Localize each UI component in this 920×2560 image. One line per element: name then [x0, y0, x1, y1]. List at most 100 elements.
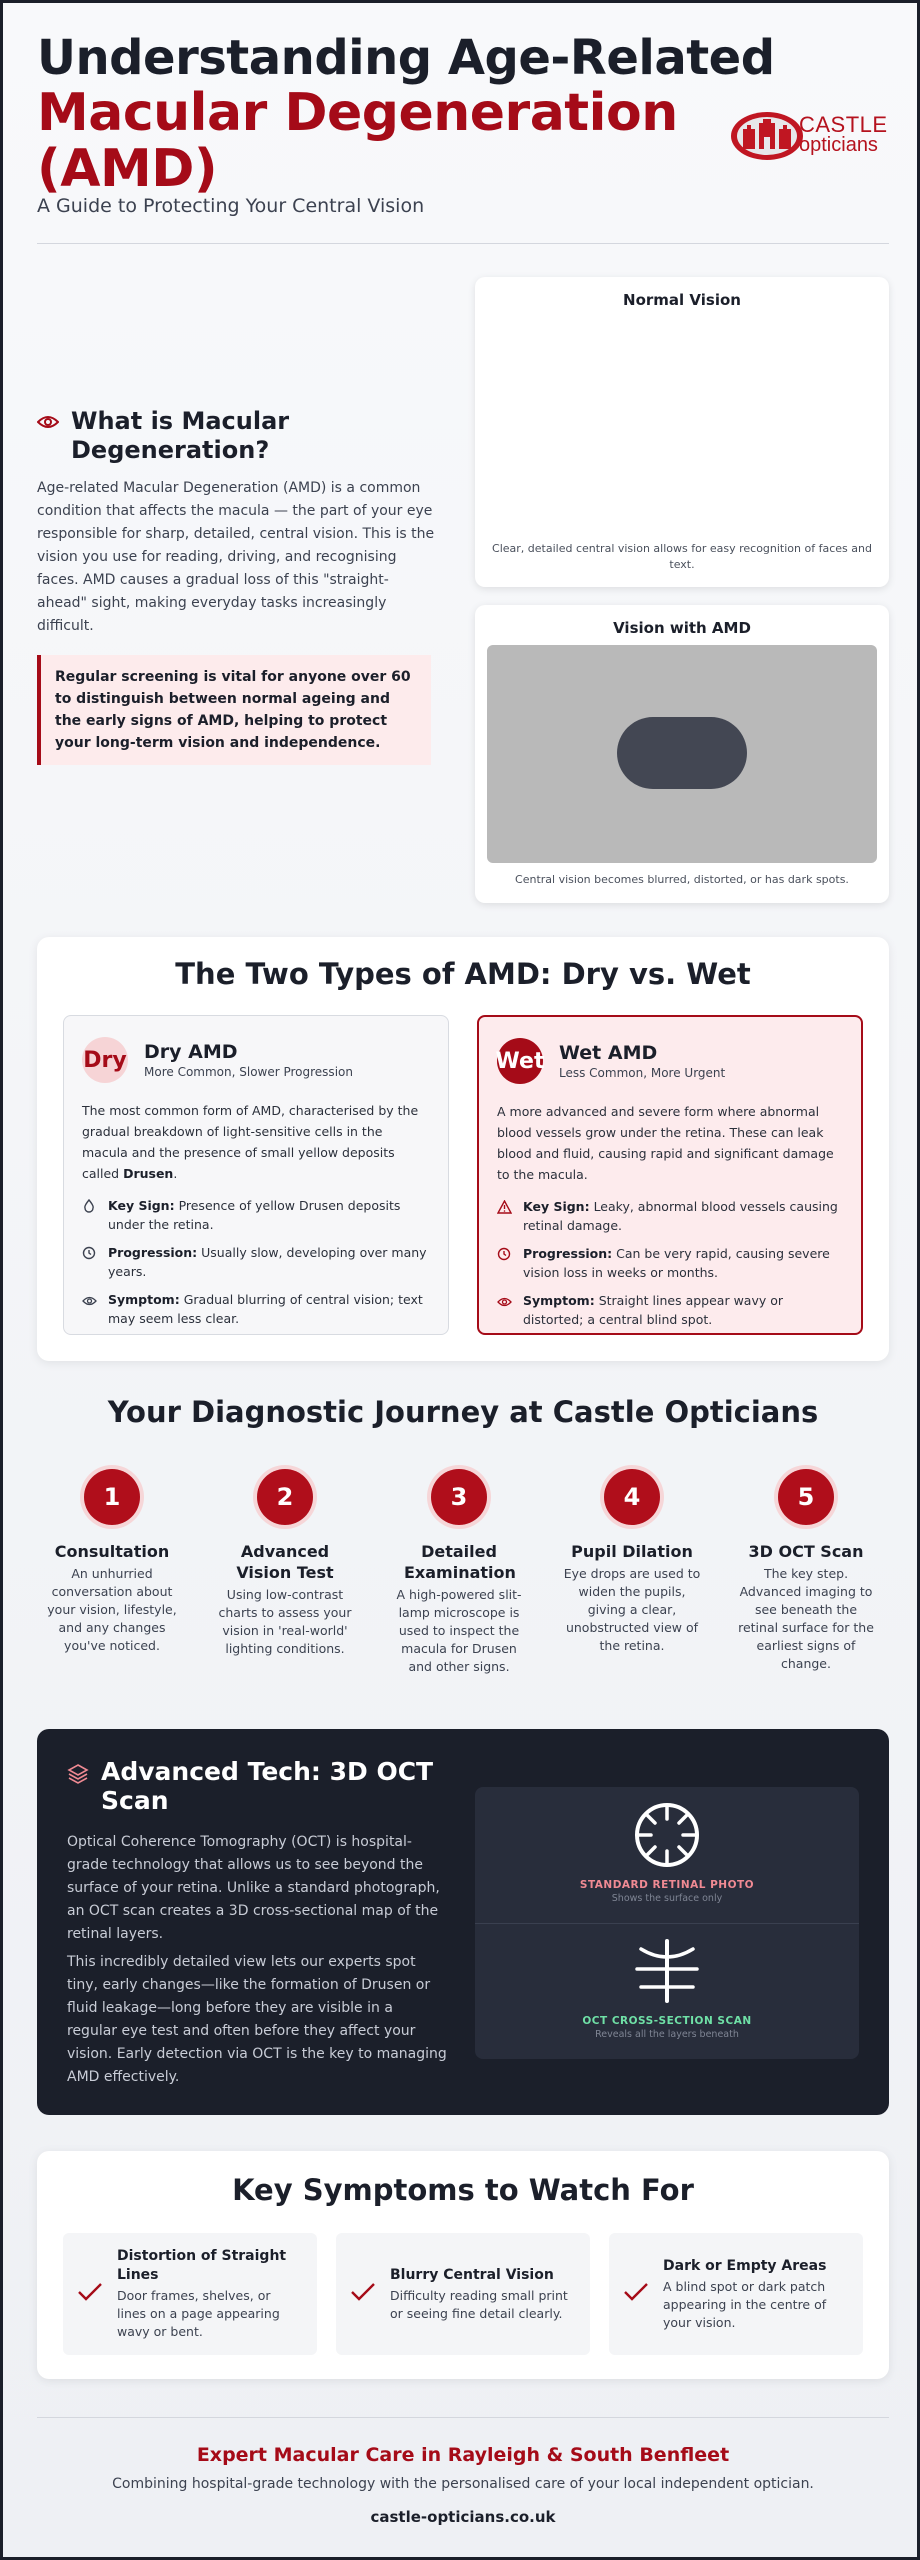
wet-amd-subtitle: Less Common, More Urgent — [559, 1066, 726, 1080]
wet-amd-facts: Key Sign: Leaky, abnormal blood vessels … — [496, 1197, 843, 1329]
normal-vision-title: Normal Vision — [623, 291, 741, 309]
step-number: 1 — [84, 1469, 140, 1525]
list-item: Symptom: Straight lines appear wavy or d… — [497, 1291, 843, 1329]
dry-amd-card: Dry Dry AMD More Common, Slower Progress… — [63, 1015, 449, 1335]
symptom-title: Blurry Central Vision — [390, 2266, 554, 2283]
dark-spot — [617, 717, 747, 789]
droplet-icon — [82, 1196, 108, 1234]
oct-tech-section: Advanced Tech: 3D OCT Scan Optical Coher… — [37, 1729, 889, 2115]
list-item: Symptom: Gradual blurring of central vis… — [82, 1290, 430, 1328]
oct-paragraph-1: Optical Coherence Tomography (OCT) is ho… — [67, 1834, 440, 1942]
clock-icon — [82, 1243, 108, 1281]
symptom-card: Blurry Central Vision Difficulty reading… — [336, 2233, 590, 2355]
step-description: The key step. Advanced imaging to see be… — [738, 1566, 874, 1671]
page-title-line2: Macular Degeneration (AMD) — [37, 83, 678, 199]
dry-amd-description: The most common form of AMD, characteris… — [82, 1103, 419, 1181]
castle-opticians-logo: CASTLE opticians — [729, 103, 889, 167]
normal-vision-card: Normal Vision Clear, detailed central vi… — [475, 277, 889, 587]
panel-divider — [475, 1923, 859, 1924]
intro-section: What is Macular Degeneration? Age-relate… — [36, 277, 889, 903]
oct-heading: Advanced Tech: 3D OCT Scan — [67, 1757, 447, 1815]
screening-callout: Regular screening is vital for anyone ov… — [37, 655, 431, 765]
types-heading: The Two Types of AMD: Dry vs. Wet — [175, 957, 751, 991]
step-description: A high-powered slit-lamp microscope is u… — [396, 1587, 522, 1674]
step-description: Eye drops are used to widen the pupils, … — [563, 1566, 701, 1653]
symptom-title: Dark or Empty Areas — [663, 2257, 827, 2274]
journey-step: 3 Detailed Examination A high-powered sl… — [384, 1469, 534, 1676]
section-heading: Advanced Tech: 3D OCT Scan — [101, 1757, 434, 1815]
dry-badge: Dry — [82, 1037, 128, 1083]
amd-types-section: The Two Types of AMD: Dry vs. Wet Dry Dr… — [37, 937, 889, 1361]
section-heading: What is Macular Degeneration? — [71, 407, 290, 464]
symptom-title: Distortion of Straight Lines — [117, 2248, 287, 2283]
journey-steps: 1 Consultation An unhurried conversation… — [37, 1469, 889, 1689]
list-item: Key Sign: Presence of yellow Drusen depo… — [82, 1196, 430, 1234]
symptom-description: Difficulty reading small print or seeing… — [390, 2287, 568, 2321]
step-title: 3D OCT Scan — [748, 1542, 864, 1561]
dry-amd-title: Dry AMD — [144, 1041, 238, 1063]
journey-step: 2 Advanced Vision Test Using low-contras… — [210, 1469, 360, 1658]
logo-text-opticians: opticians — [799, 134, 878, 156]
symptoms-section: Key Symptoms to Watch For Distortion of … — [37, 2151, 889, 2379]
checkmark-icon — [350, 2282, 390, 2306]
intro-paragraph: Age-related Macular Degeneration (AMD) i… — [37, 480, 435, 634]
clock-icon — [497, 1244, 523, 1282]
checkmark-icon — [623, 2282, 663, 2306]
amd-vision-title: Vision with AMD — [613, 619, 751, 637]
wet-badge: Wet — [496, 1038, 544, 1084]
journey-heading: Your Diagnostic Journey at Castle Optici… — [107, 1395, 819, 1429]
step-title: Advanced Vision Test — [236, 1542, 334, 1582]
amd-vision-caption: Central vision becomes blurred, distorte… — [515, 873, 849, 886]
logo-text-castle: CASTLE — [799, 112, 888, 137]
drusen-term: Drusen — [123, 1166, 174, 1181]
castle-logo-icon — [729, 105, 811, 165]
oct-scan-sub: Reveals all the layers beneath — [595, 2029, 739, 2040]
eye-icon — [36, 407, 60, 434]
eye-icon — [82, 1290, 108, 1328]
retinal-photo-sub: Shows the surface only — [611, 1893, 723, 1904]
what-is-amd-heading: What is Macular Degeneration? — [36, 407, 437, 465]
oct-scan-block: OCT CROSS-SECTION SCAN Reveals all the l… — [475, 1935, 859, 2040]
oct-paragraph-2: This incredibly detailed view lets our e… — [67, 1954, 447, 2085]
footer-tagline: Combining hospital-grade technology with… — [112, 2476, 814, 2492]
dry-amd-facts: Key Sign: Presence of yellow Drusen depo… — [82, 1196, 430, 1328]
page-header: Understanding Age-Related Macular Degene… — [37, 30, 889, 244]
page-title-line1: Understanding Age-Related — [37, 30, 775, 86]
oct-comparison-panel: STANDARD RETINAL PHOTO Shows the surface… — [475, 1787, 859, 2059]
warning-icon — [496, 1197, 523, 1235]
retina-surface-icon — [631, 1803, 703, 1875]
diagnostic-journey-section: Your Diagnostic Journey at Castle Optici… — [37, 1395, 889, 1695]
page-footer: Expert Macular Care in Rayleigh & South … — [37, 2417, 889, 2527]
symptom-card: Distortion of Straight Lines Door frames… — [63, 2233, 317, 2355]
checkmark-icon — [77, 2282, 117, 2306]
dry-amd-subtitle: More Common, Slower Progression — [144, 1065, 353, 1079]
list-item: Progression: Can be very rapid, causing … — [497, 1244, 843, 1282]
step-description: Using low-contrast charts to assess your… — [218, 1587, 352, 1656]
website-link[interactable]: castle-opticians.co.uk — [370, 2508, 556, 2526]
step-title: Consultation — [54, 1542, 170, 1561]
retinal-photo-block: STANDARD RETINAL PHOTO Shows the surface… — [475, 1799, 859, 1904]
step-number: 2 — [257, 1469, 313, 1525]
step-number: 3 — [431, 1469, 487, 1525]
journey-step: 1 Consultation An unhurried conversation… — [37, 1469, 187, 1655]
header-divider — [37, 243, 889, 244]
step-description: An unhurried conversation about your vis… — [47, 1566, 177, 1653]
retinal-photo-label: STANDARD RETINAL PHOTO — [579, 1879, 755, 1891]
symptom-card: Dark or Empty Areas A blind spot or dark… — [609, 2233, 863, 2355]
amd-vision-card: Vision with AMD Central vision becomes b… — [475, 605, 889, 903]
symptoms-heading: Key Symptoms to Watch For — [232, 2173, 694, 2207]
oct-scan-label: OCT CROSS-SECTION SCAN — [582, 2015, 752, 2027]
wet-amd-title: Wet AMD — [559, 1042, 658, 1064]
amd-vision-illustration — [487, 645, 877, 863]
symptom-description: A blind spot or dark patch appearing in … — [663, 2278, 827, 2330]
normal-vision-caption: Clear, detailed central vision allows fo… — [492, 542, 872, 571]
list-item: Key Sign: Leaky, abnormal blood vessels … — [496, 1197, 843, 1235]
layers-icon — [67, 1757, 89, 1789]
symptom-description: Door frames, shelves, or lines on a page… — [117, 2288, 280, 2339]
page-subtitle: A Guide to Protecting Your Central Visio… — [37, 195, 425, 217]
wet-amd-description: A more advanced and severe form where ab… — [497, 1104, 834, 1182]
eye-icon — [497, 1291, 523, 1329]
step-title: Detailed Examination — [404, 1542, 516, 1582]
step-number: 4 — [604, 1469, 660, 1525]
